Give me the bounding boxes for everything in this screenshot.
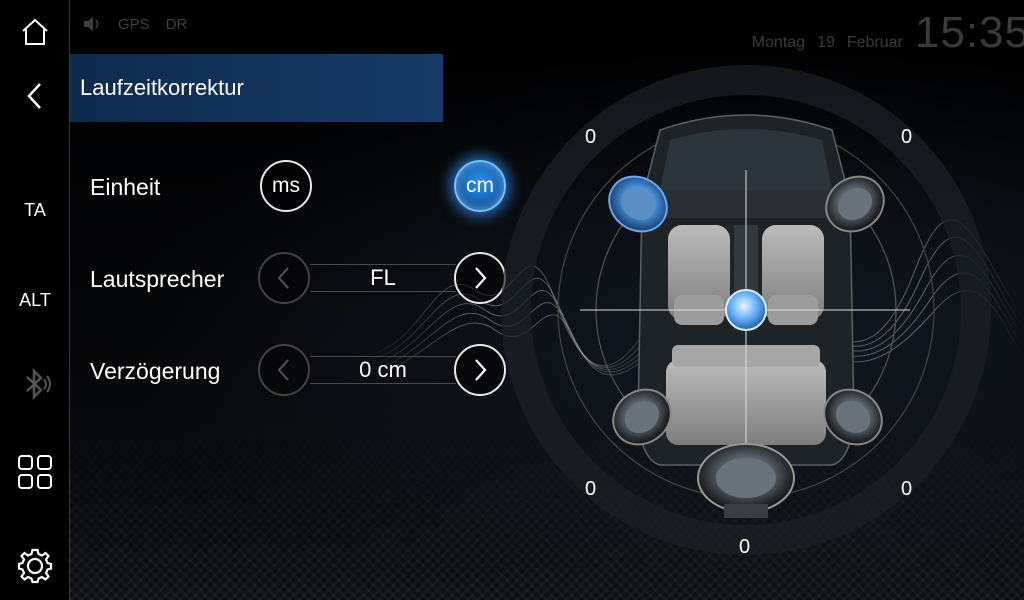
month-text: Februar bbox=[846, 34, 903, 51]
front-right-delay-value: 0 bbox=[901, 126, 913, 148]
rear-right-delay-value: 0 bbox=[901, 478, 913, 500]
ta-button[interactable]: TA bbox=[0, 190, 70, 230]
settings-button[interactable] bbox=[0, 544, 70, 588]
dr-indicator: DR bbox=[165, 15, 188, 33]
rear-left-delay-value: 0 bbox=[585, 478, 597, 500]
sidebar: TA ALT bbox=[0, 0, 70, 600]
date-time: Montag 19 Februar 15:35 bbox=[752, 8, 1024, 58]
speaker-rear-left[interactable] bbox=[610, 328, 670, 388]
delay-value-display: 0 cm bbox=[310, 356, 456, 384]
unit-cm-label: cm bbox=[466, 174, 494, 197]
bluetooth-icon bbox=[26, 367, 51, 401]
date-day-text: 19 bbox=[817, 34, 835, 51]
settings-gear-icon bbox=[17, 548, 53, 584]
back-button[interactable] bbox=[0, 74, 70, 118]
chevron-right-icon bbox=[475, 359, 487, 381]
speaker-front-right[interactable] bbox=[825, 115, 885, 175]
delay-decrease-button[interactable] bbox=[258, 344, 310, 396]
volume-icon bbox=[84, 17, 99, 31]
car-topview-illustration bbox=[501, 65, 991, 555]
home-icon bbox=[22, 18, 48, 45]
clock-text: 15:35 bbox=[914, 8, 1024, 57]
delay-value: 0 cm bbox=[359, 357, 407, 382]
home-button[interactable] bbox=[0, 12, 70, 52]
page-title: Laufzeitkorrektur bbox=[80, 75, 244, 100]
chevron-left-icon bbox=[277, 267, 289, 289]
bluetooth-button[interactable] bbox=[0, 360, 70, 408]
status-indicators: GPS DR bbox=[82, 14, 187, 34]
subwoofer-delay-value: 0 bbox=[739, 536, 751, 558]
speaker-subwoofer[interactable] bbox=[698, 386, 794, 458]
page-title-bar: Laufzeitkorrektur bbox=[70, 54, 443, 122]
unit-ms-label: ms bbox=[272, 174, 300, 197]
gps-indicator: GPS bbox=[118, 15, 150, 33]
car-speaker-diagram: 0 0 0 0 0 bbox=[470, 60, 1024, 600]
speaker-rear-right[interactable] bbox=[825, 328, 885, 388]
speaker-label: Lautsprecher bbox=[90, 266, 225, 292]
unit-cm-button[interactable]: cm bbox=[454, 160, 506, 212]
delay-increase-button[interactable] bbox=[454, 344, 506, 396]
speaker-next-button[interactable] bbox=[454, 252, 506, 304]
alt-button[interactable]: ALT bbox=[0, 280, 70, 320]
speaker-front-left[interactable] bbox=[610, 115, 670, 175]
unit-ms-button[interactable]: ms bbox=[260, 160, 312, 212]
alt-label: ALT bbox=[19, 289, 51, 310]
chevron-left-icon bbox=[277, 359, 289, 381]
day-text: Montag bbox=[751, 34, 806, 51]
apps-button[interactable] bbox=[0, 450, 70, 494]
apps-grid-icon bbox=[18, 455, 52, 489]
unit-label: Einheit bbox=[90, 174, 161, 200]
chevron-right-icon bbox=[475, 267, 487, 289]
front-left-delay-value: 0 bbox=[585, 126, 597, 148]
ta-label: TA bbox=[24, 199, 46, 220]
speaker-value-display: FL bbox=[310, 264, 456, 292]
speaker-value: FL bbox=[370, 265, 396, 290]
back-icon bbox=[27, 83, 41, 109]
delay-label: Verzögerung bbox=[90, 358, 221, 384]
speaker-prev-button[interactable] bbox=[258, 252, 310, 304]
